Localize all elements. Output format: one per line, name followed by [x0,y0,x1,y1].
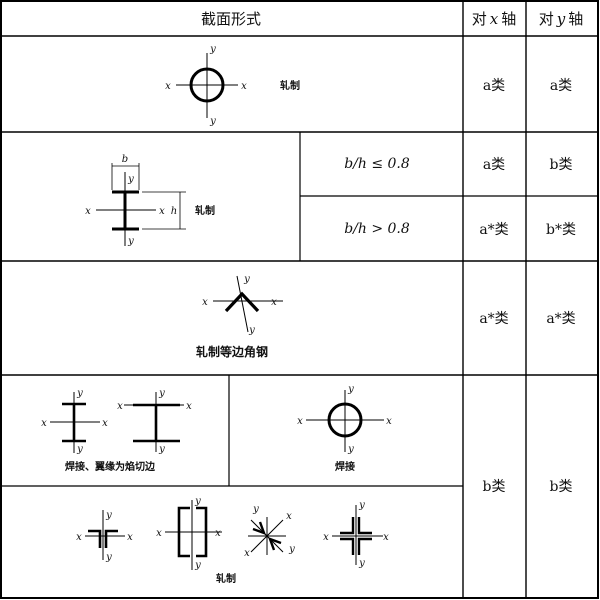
row4-star-angle-figure: y x x y [244,504,295,559]
axis-label-x: x [271,297,277,308]
row2a-about-y: b类 [550,157,573,173]
channel-left-icon [177,506,190,558]
channel-right-icon [196,506,208,558]
axis-label-x: x [286,511,292,522]
row4-cruciform-angle-figure: x x y y [323,500,389,569]
axis-label-x: x [85,206,91,217]
axis-label-y: y [76,444,83,455]
row4-caption-right: 焊接 [335,460,355,473]
row3-caption: 轧制等边角钢 [196,344,268,359]
axis-label-y: y [209,44,216,55]
row4-double-channel-figure: x x y y [156,496,222,571]
angle-bottom-right-icon [357,537,372,555]
row2a-condition: b/h ≤ 0.8 [344,156,410,172]
tube-section-icon [327,402,363,438]
row4-caption-left: 焊接、翼缘为焰切边 [65,460,156,473]
axis-label-y: y [252,504,259,515]
dim-label-h: h [171,206,177,217]
axis-label-x: x [323,532,329,543]
row4-about-x: b类 [483,479,506,495]
axis-label-x: x [202,297,208,308]
axis-label-x: x [165,81,171,92]
row1-about-x: a类 [483,78,505,94]
axis-label-x: x [156,528,162,539]
row4-caption-bottom: 轧制 [216,572,236,585]
angle-right-icon [104,529,118,548]
axis-label-x: x [127,532,133,543]
row2-caption: 轧制 [195,204,215,217]
angle-lower-icon [267,536,282,551]
axis-label-x: x [386,416,392,427]
axis-label-y: y [127,174,134,185]
axis-label-y: y [158,444,165,455]
axis-label-y: y [209,116,216,127]
axis-label-x: x [244,548,250,559]
row3-angle-figure: x x y y [202,274,283,336]
axis-label-x: x [102,418,108,429]
axis-label-y: y [347,444,354,455]
axis-label-x: x [215,528,221,539]
row2b-about-y: b*类 [546,222,576,238]
axis-label-y: y [347,384,354,395]
angle-bottom-left-icon [340,537,355,555]
row4-welded-i-figure-1: x x y y [41,388,108,455]
axis-label-y: y [288,544,295,555]
row2a-about-x: a类 [483,157,505,173]
row3-about-y: a*类 [546,311,575,327]
axis-label-x: x [241,81,247,92]
row1-caption: 轧制 [280,79,300,92]
y-axis-line [250,519,284,553]
row1-tube-figure: x x y y [165,44,247,127]
axis-label-x: x [159,206,165,217]
angle-upper-icon [252,521,267,536]
axis-label-y: y [105,552,112,563]
axis-label-y: y [358,500,365,511]
axis-label-y: y [248,325,255,336]
axis-label-y: y [358,558,365,569]
angle-top-left-icon [340,517,355,535]
y-axis-line [236,275,249,333]
row1-about-y: a类 [550,78,572,94]
axis-label-y: y [76,388,83,399]
axis-label-x: x [383,532,389,543]
axis-label-y: y [127,236,134,247]
axis-label-y: y [194,560,201,571]
row4-about-y: b类 [550,479,573,495]
axis-label-x: x [76,532,82,543]
axis-label-x: x [41,418,47,429]
angle-top-right-icon [357,517,372,535]
angle-left-icon [88,529,102,548]
axis-label-y: y [105,510,112,521]
axis-label-x: x [117,401,123,412]
axis-label-y: y [194,496,201,507]
angle-section-icon [224,291,260,313]
row4-welded-tube-figure: x x y y [297,384,392,455]
row4-welded-i-figure-2: x x y y [117,388,192,455]
dim-label-b: b [122,154,128,165]
tube-section-icon [189,67,225,103]
axis-label-x: x [297,416,303,427]
axis-label-y: y [243,274,250,285]
row4-double-angle-figure: x x y y [76,510,133,563]
row2b-about-x: a*类 [479,222,508,238]
row2b-condition: b/h > 0.8 [344,221,410,237]
axis-label-x: x [186,401,192,412]
row3-about-x: a*类 [479,311,508,327]
row2-i-section-figure: b h x x y y [85,154,186,247]
axis-label-y: y [158,388,165,399]
header-section-form: 截面形式 [201,10,261,28]
